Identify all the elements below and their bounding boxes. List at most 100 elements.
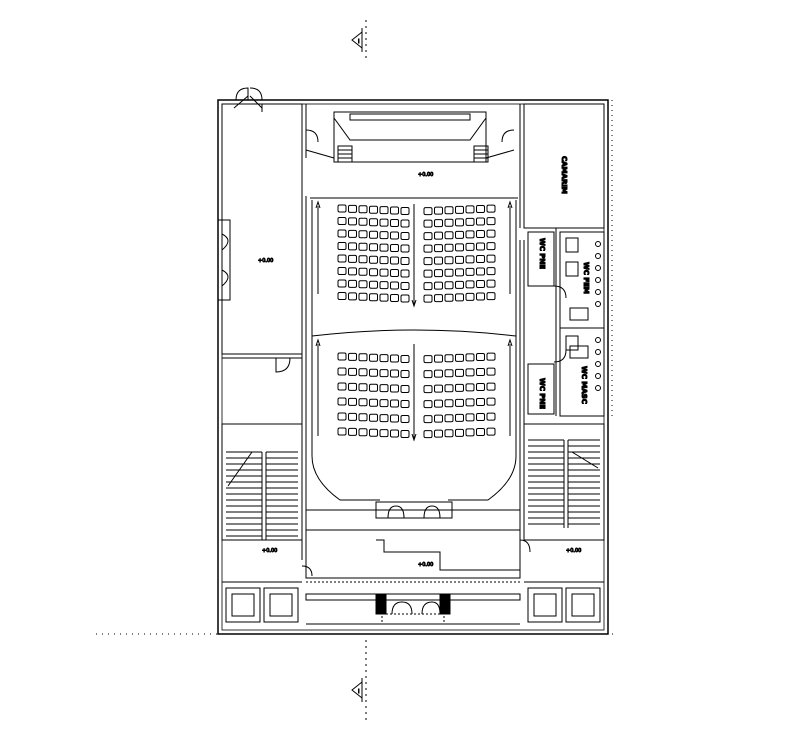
seat [337,279,347,288]
seat [337,412,347,421]
seat [476,242,485,251]
seat [337,204,347,213]
seat [444,218,454,227]
seat [423,257,433,266]
seat [358,205,368,214]
seat [455,230,464,239]
seat [455,243,464,252]
seat [423,207,433,216]
seat [358,230,368,239]
seat [337,266,347,275]
seat [455,353,464,362]
seat [465,353,475,362]
seat [369,205,378,214]
seat [486,412,496,421]
seat [465,205,475,214]
seat [465,292,475,301]
seat [444,414,454,423]
seat [434,369,443,378]
seat [369,353,378,362]
seat [434,206,443,215]
seat [390,256,399,265]
seat [390,429,399,438]
seat [369,268,378,277]
seat [390,244,399,253]
seat [444,243,454,252]
seat [379,206,389,215]
seat [379,429,389,438]
seat [379,231,389,240]
seat [486,279,496,288]
seat [486,229,496,238]
seat [423,219,433,228]
room-label-wc-masc: WC MASC [580,366,588,404]
seat [400,384,410,393]
seat [348,382,357,391]
building-outline [217,99,609,635]
seat [400,414,410,423]
seat [390,231,399,240]
seat [400,219,410,228]
seat [348,279,357,288]
seat [369,218,378,227]
room-label-camarim: CAMARIM [560,156,568,194]
seat [390,369,399,378]
seat [434,219,443,228]
wc-fem-fixtures [565,237,601,321]
seat [476,428,485,436]
seat [476,205,485,213]
seat [486,292,496,301]
seat [379,281,389,290]
seat [379,256,389,265]
seat [337,254,347,263]
level-stage: +0.00 [418,172,433,178]
seat [486,217,496,226]
seat [476,368,485,376]
seat [465,217,475,226]
seat [423,294,433,303]
seat [390,384,399,393]
seat [465,255,475,264]
seat [465,398,475,407]
seat [444,369,454,378]
seat [400,281,410,290]
seat [379,243,389,252]
seat [423,355,433,364]
seat [348,352,357,361]
seat [434,294,443,303]
seat [444,281,454,290]
seat [434,414,443,423]
seat [486,204,496,213]
stair-left [221,423,303,541]
seat [358,242,368,251]
seat [455,398,464,407]
seat [423,282,433,291]
auditorium-doors [375,501,453,519]
seat [400,294,410,303]
seat [476,398,485,406]
left-foyer [221,103,303,355]
seat [434,399,443,408]
seat [337,427,347,436]
seat [434,244,443,253]
seat [455,293,464,302]
seat [337,367,347,376]
seat [337,291,347,300]
room-label-wc-pne-1: WC PNE [538,238,546,269]
seat [486,397,496,406]
seat [358,292,368,301]
seat [476,292,485,301]
seat [369,243,378,252]
foyer-door-left [217,219,231,301]
seat [476,413,485,421]
seat [348,229,357,238]
seat [400,256,410,265]
seat [423,385,433,394]
seat [348,217,357,226]
seat [486,382,496,391]
seat [434,269,443,278]
seat [379,268,389,277]
seat [444,399,454,408]
seat [486,427,496,436]
seat [444,268,454,277]
